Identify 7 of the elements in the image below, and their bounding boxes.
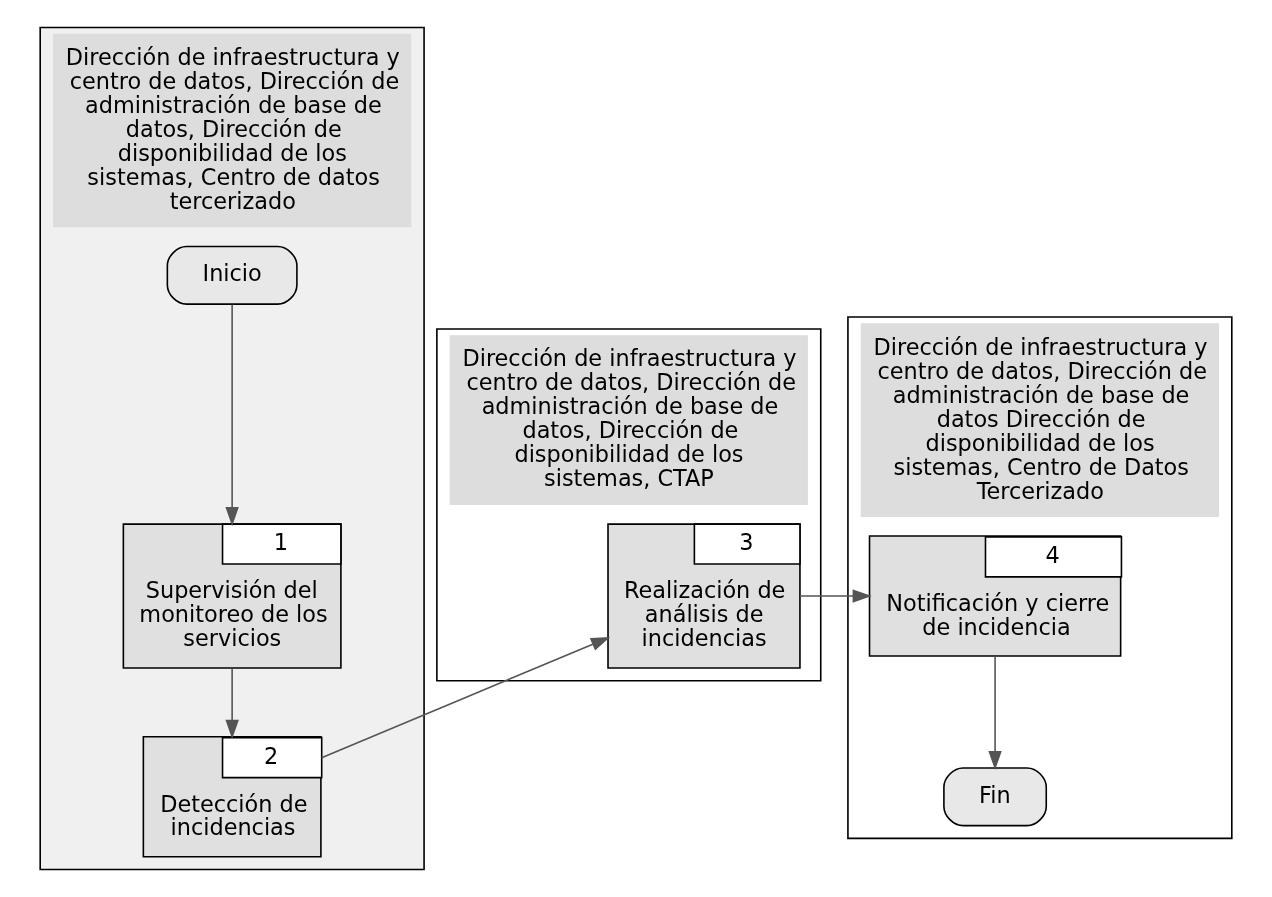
node-box: Inicio xyxy=(166,245,298,305)
arrow xyxy=(225,667,239,740)
arrow xyxy=(799,589,872,603)
arrow xyxy=(320,636,611,759)
node-box: Fin xyxy=(943,767,1048,827)
arrow xyxy=(225,303,239,527)
arrow xyxy=(988,655,1002,771)
